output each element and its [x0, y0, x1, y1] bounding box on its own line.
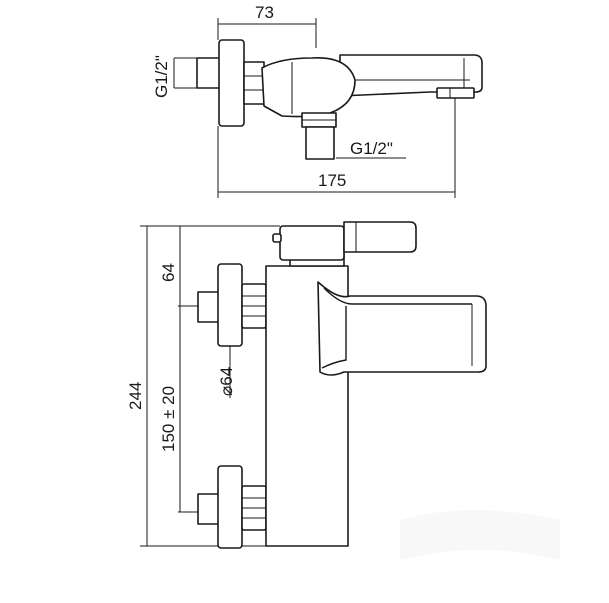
dimension-64-label: 64 — [159, 263, 178, 282]
front-lever-handle — [272, 221, 417, 267]
top-bottom-inlet-pipe — [305, 126, 335, 160]
dimension-150-label: 150 ± 20 — [159, 386, 178, 452]
front-view: 244 64 150 ± 20 ⌀64 — [126, 221, 487, 549]
dimension-244-label: 244 — [126, 382, 145, 410]
dimension-150: 150 ± 20 — [159, 305, 200, 513]
dimension-175-label: 175 — [318, 171, 346, 190]
top-nut — [243, 61, 265, 105]
top-view: 73 G1/2" G1/2" — [152, 3, 483, 198]
dimension-inlet-bottom: G1/2" — [336, 139, 406, 159]
front-spout — [317, 281, 487, 376]
top-spout — [339, 54, 483, 97]
dimension-inlet-left-label: G1/2" — [152, 55, 171, 98]
dimension-73-label: 73 — [255, 3, 274, 22]
dimension-rosette-diameter-label: ⌀64 — [217, 367, 236, 396]
dimension-73: 73 — [217, 3, 317, 48]
dimension-inlet-left: G1/2" — [152, 55, 200, 98]
dimension-64: 64 — [159, 226, 181, 306]
front-lower-inlet — [197, 465, 267, 549]
top-rosette — [218, 39, 245, 127]
front-upper-inlet — [197, 263, 267, 347]
top-inlet-pipe — [196, 57, 222, 89]
dimension-inlet-bottom-label: G1/2" — [350, 139, 393, 158]
dimension-rosette-diameter: ⌀64 — [217, 340, 236, 398]
background-artifact — [400, 510, 560, 560]
dimension-244: 244 — [126, 225, 280, 547]
dimension-175: 175 — [217, 98, 456, 198]
top-mixer-body — [261, 57, 356, 118]
top-spout-outlet — [436, 87, 475, 99]
